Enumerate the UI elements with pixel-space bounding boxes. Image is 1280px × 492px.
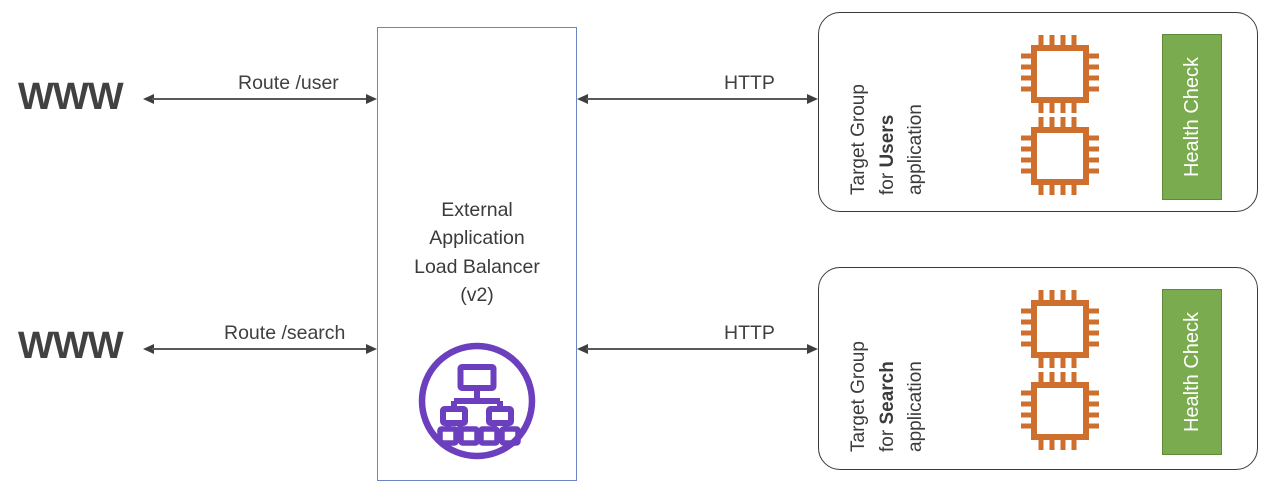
target-group-search-label-line-2: for Search	[874, 341, 903, 452]
http-label-top: HTTP	[724, 72, 775, 94]
arrow-head-right-route-user	[366, 93, 377, 104]
arrow-head-left-http-top	[577, 93, 588, 104]
target-group-users-label-line-1: Target Group	[848, 84, 869, 195]
external-application-load-balancer-box[interactable]: External Application Load Balancer (v2)	[377, 27, 577, 481]
arrow-head-left-http-bottom	[577, 343, 588, 354]
target-group-users-label: Target Group for Users application	[845, 84, 931, 195]
arrow-head-left-route-user	[143, 93, 154, 104]
target-group-search-label-line-1: Target Group	[848, 341, 869, 452]
arrow-line-http-bottom	[586, 348, 810, 350]
load-balancer-title-line-1: External	[441, 199, 513, 221]
client-www-label-bottom: WWW	[18, 325, 124, 367]
health-check-users[interactable]: Health Check	[1162, 34, 1222, 200]
target-group-search-name: Search	[876, 361, 898, 425]
health-check-users-label: Health Check	[1181, 56, 1203, 178]
route-user-label: Route /user	[238, 72, 339, 94]
target-group-search-label-line-3: application	[905, 361, 926, 452]
arrow-line-route-search	[152, 348, 369, 350]
arrow-head-left-route-search	[143, 343, 154, 354]
load-balancer-title-line-2: Application	[429, 227, 525, 250]
arrow-head-right-http-bottom	[807, 343, 818, 354]
target-group-users-container[interactable]: Target Group for Users application	[818, 12, 1258, 212]
target-group-search-container[interactable]: Target Group for Search application	[818, 267, 1258, 470]
target-group-users-label-line-3: application	[905, 104, 926, 195]
cpu-chip-icon-users-1[interactable]	[1017, 31, 1103, 122]
target-group-users-for-text: for	[876, 167, 898, 195]
cpu-chip-icon-search-1[interactable]	[1017, 286, 1103, 377]
arrow-line-route-user	[152, 98, 369, 100]
target-group-users-name: Users	[876, 114, 898, 168]
health-check-search-label: Health Check	[1181, 311, 1203, 433]
target-group-search-label: Target Group for Search application	[845, 341, 931, 452]
health-check-search[interactable]: Health Check	[1162, 289, 1222, 455]
arrow-head-right-http-top	[807, 93, 818, 104]
target-group-search-for-text: for	[876, 424, 898, 452]
client-www-label-top: WWW	[18, 76, 124, 118]
arrow-head-right-route-search	[366, 343, 377, 354]
arrow-line-http-top	[586, 98, 810, 100]
cpu-chip-icon-search-2[interactable]	[1017, 368, 1103, 459]
target-group-users-label-line-2: for Users	[874, 84, 903, 195]
load-balancer-title-line-3: Load Balancer	[414, 255, 540, 278]
cpu-chip-icon-users-2[interactable]	[1017, 113, 1103, 204]
load-balancer-title-line-4: (v2)	[460, 283, 494, 306]
route-search-label: Route /search	[224, 322, 346, 344]
load-balancer-title: External Application Load Balancer (v2)	[378, 196, 576, 309]
http-label-bottom: HTTP	[724, 322, 775, 344]
load-balancer-tree-icon	[415, 339, 539, 468]
